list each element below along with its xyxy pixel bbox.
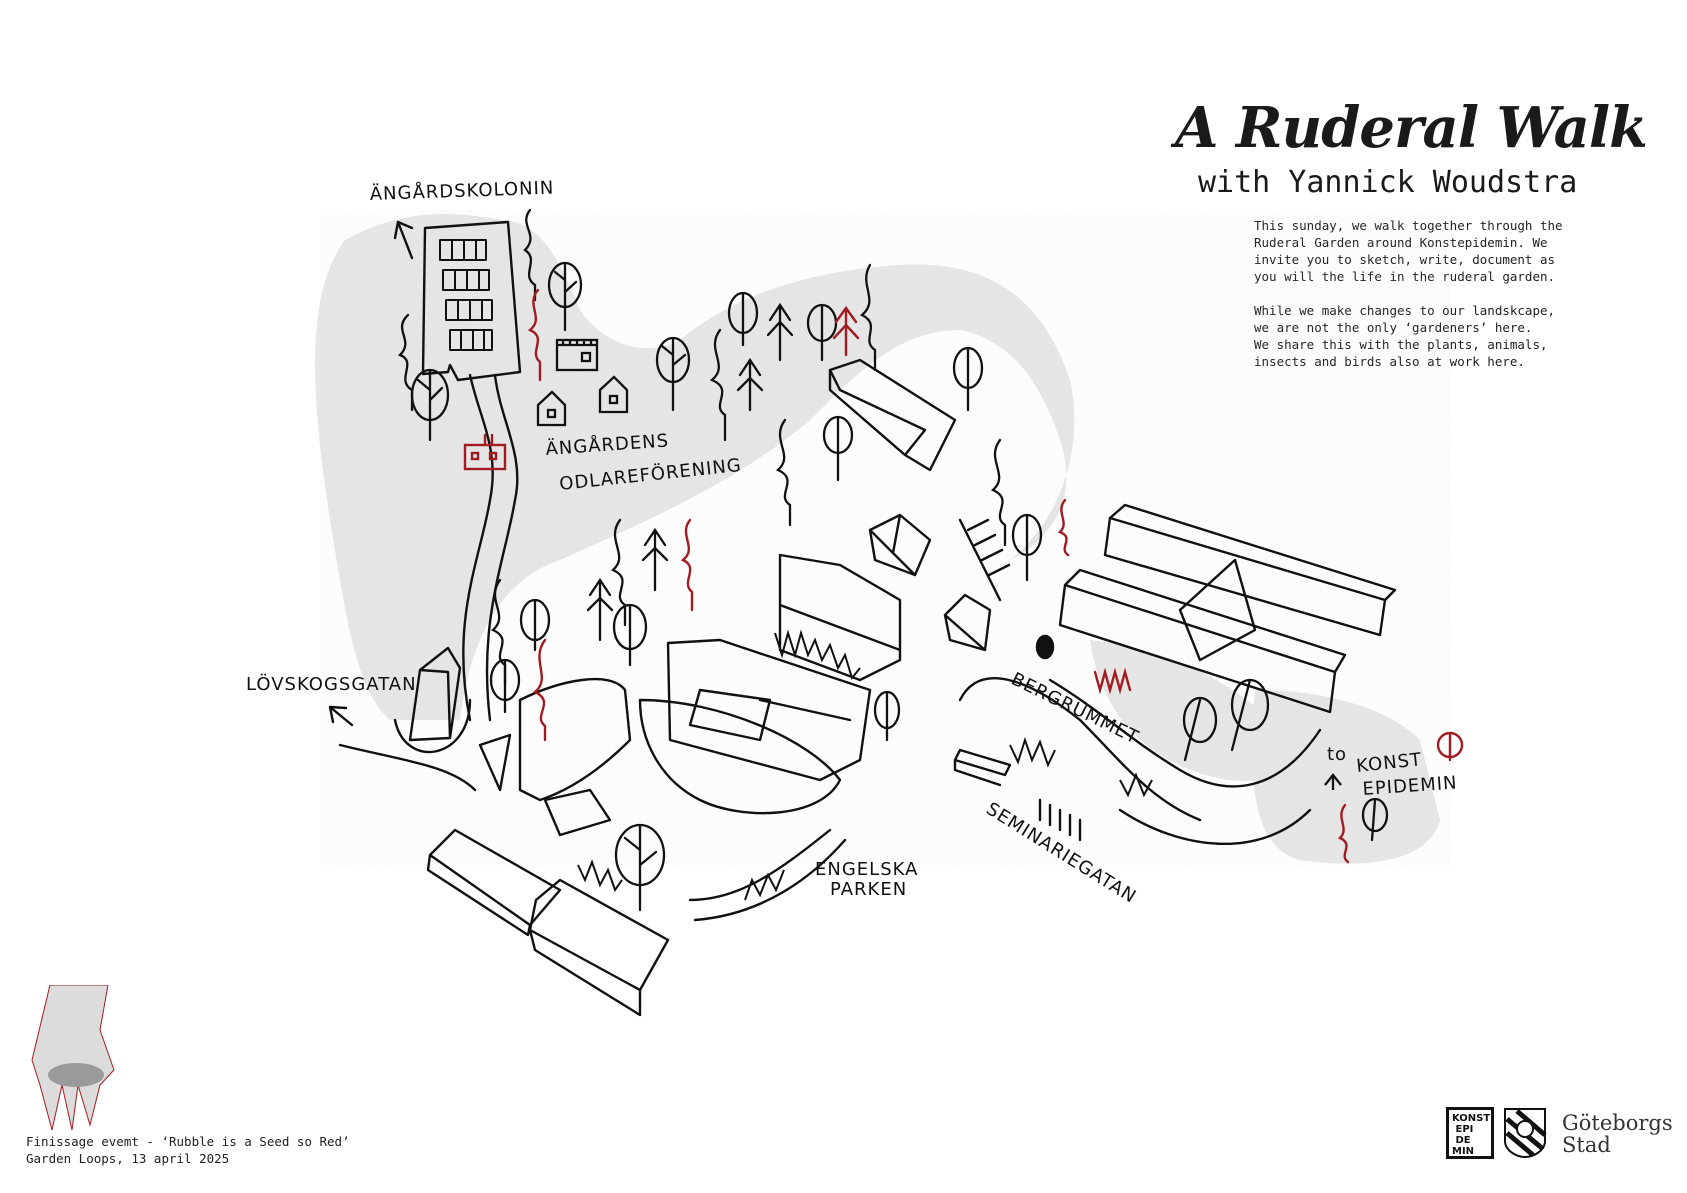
- red-tree-icon: [680, 518, 694, 612]
- red-grass-icon: [1093, 667, 1132, 695]
- houses: [536, 338, 629, 427]
- label-to: to: [1327, 744, 1347, 765]
- building: [426, 828, 562, 937]
- stairs: [958, 518, 1011, 602]
- cave-entrance: [1035, 634, 1055, 660]
- tree-icon: [519, 598, 551, 652]
- shade-grain: [320, 210, 1450, 870]
- red-tree-icon: [1436, 731, 1464, 762]
- path: [1048, 678, 1322, 788]
- red-tree-icon: [1057, 498, 1070, 557]
- planter: [638, 698, 842, 815]
- conifer-icon: [641, 527, 669, 592]
- tree-icon: [1361, 797, 1389, 842]
- page-title: A Ruderal Walk: [1175, 95, 1648, 161]
- label-lovskogsgatan: LÖVSKOGSGATAN: [246, 673, 417, 695]
- tree-icon: [490, 578, 507, 687]
- path: [693, 838, 847, 922]
- label-parken: PARKEN: [830, 879, 907, 900]
- tree-icon: [873, 690, 901, 742]
- house-icon: [536, 390, 567, 427]
- building: [1178, 558, 1257, 662]
- konstepidemin-logo-text: KONST EPI DE MIN: [1452, 1113, 1491, 1157]
- footer-date: Garden Loops, 13 april 2025: [26, 1151, 230, 1166]
- conifer-icon: [586, 577, 614, 642]
- tree-icon: [523, 208, 537, 302]
- building: [528, 878, 670, 1017]
- tree-icon: [709, 328, 727, 442]
- apartment-building: [421, 220, 522, 382]
- tree-icon: [1182, 696, 1218, 762]
- tree-icon: [610, 518, 627, 627]
- arrow-up-icon: [1324, 773, 1342, 790]
- bench: [953, 748, 1012, 787]
- goteborg-crest-icon: [1504, 1108, 1547, 1159]
- hand-image: [31, 985, 115, 1131]
- footer-event: Finissage evemt - ‘Rubble is a Seed so R…: [26, 1134, 350, 1149]
- tree-icon: [397, 313, 414, 412]
- tree-icon: [952, 346, 984, 412]
- konstepidemin-logo: KONST EPI DE MIN: [1446, 1107, 1494, 1159]
- tree-icon: [1011, 513, 1043, 582]
- tree-icon: [1230, 678, 1270, 752]
- building: [1058, 568, 1347, 714]
- planter: [518, 677, 632, 802]
- apartment-windows: [439, 239, 493, 351]
- label-engelska: ENGELSKA: [815, 859, 918, 880]
- tree-icon: [547, 261, 583, 332]
- tree-icon: [775, 418, 792, 527]
- conifer-icon: [736, 357, 764, 412]
- road: [485, 373, 519, 722]
- tree-icon: [990, 438, 1007, 547]
- building: [408, 646, 462, 742]
- building: [868, 513, 932, 577]
- planter: [543, 788, 612, 837]
- tree-icon: [655, 336, 691, 412]
- red-tree-icon: [1337, 803, 1350, 864]
- shed-icon: [555, 338, 599, 372]
- road: [462, 373, 494, 722]
- red-conifer-icon: [832, 305, 860, 357]
- trees: [397, 208, 1389, 912]
- red-tree-icon: [532, 638, 547, 742]
- house-icon: [598, 375, 629, 414]
- page-subtitle: with Yannick Woudstra: [1198, 165, 1578, 200]
- building: [943, 593, 992, 652]
- path: [1118, 808, 1312, 846]
- red-tree-icon: [527, 288, 542, 382]
- red-accents: [463, 288, 1464, 864]
- tree-icon: [727, 291, 759, 347]
- arrow-up-left-icon: [328, 705, 354, 727]
- footer-caption: Finissage evemt - ‘Rubble is a Seed so R…: [26, 1133, 350, 1167]
- arrow-up-left-icon: [393, 220, 414, 260]
- planter: [478, 733, 512, 792]
- path: [688, 828, 832, 902]
- tree-icon: [614, 823, 666, 912]
- tree-icon: [859, 263, 877, 372]
- label-angardskolonin: ÄNGÅRDSKOLONIN: [369, 177, 554, 205]
- conifer-icon: [766, 302, 794, 362]
- path: [958, 677, 1202, 822]
- tree-icon: [822, 415, 854, 482]
- building: [666, 638, 872, 782]
- tree-icon: [612, 603, 648, 667]
- red-house-icon: [463, 433, 507, 471]
- grass: [577, 629, 1153, 901]
- ink-drawings: [328, 220, 1397, 1017]
- goteborg-stad-logo: Göteborgs Stad: [1562, 1111, 1673, 1157]
- building: [1103, 503, 1397, 637]
- road: [338, 743, 477, 792]
